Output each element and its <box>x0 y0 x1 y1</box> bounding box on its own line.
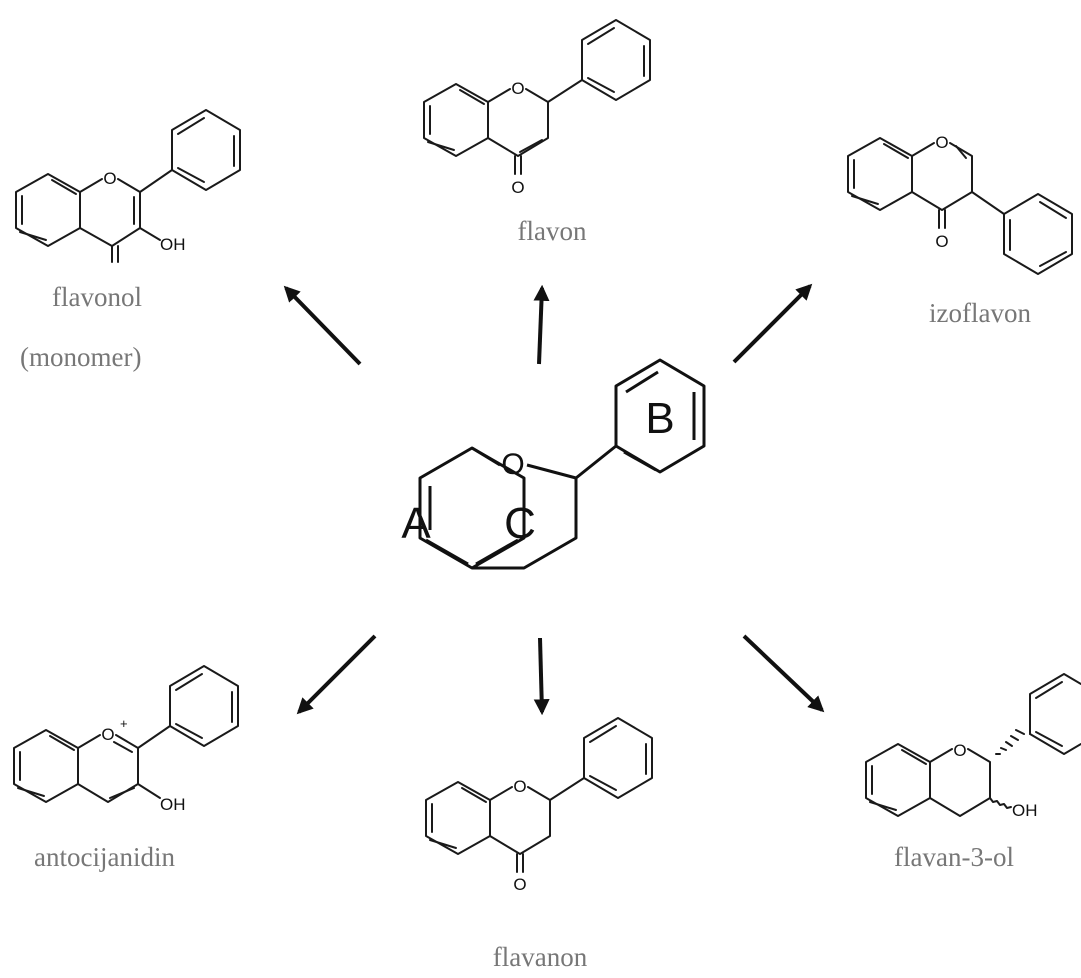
antocijanidin-structure: O + OH <box>13 665 239 814</box>
flavanon-caption: flavanon <box>493 942 588 972</box>
izoflavon-carbonyl-oxygen-label: O <box>935 232 948 251</box>
flavonol-note-caption: (monomer) <box>20 342 141 372</box>
izoflavon-caption: izoflavon <box>929 298 1031 328</box>
antocijanidin-charge-label: + <box>120 716 128 731</box>
core-oxygen-label: O <box>501 448 524 481</box>
flavonol-caption: flavonol <box>52 282 142 312</box>
ring-a-label: A <box>401 499 431 548</box>
flavan-3-ol-caption: flavan-3-ol <box>894 842 1014 872</box>
ring-c-label: C <box>504 499 536 548</box>
flavon-carbonyl-oxygen-label: O <box>511 178 524 197</box>
antocijanidin-hydroxyl-label: OH <box>160 795 186 814</box>
flavon-structure: O O <box>423 19 651 197</box>
flavonol-hydroxyl-label: OH <box>160 235 186 254</box>
flavon-ring-oxygen-label: O <box>511 79 524 98</box>
flavanon-carbonyl-oxygen-label: O <box>513 875 526 894</box>
arrow-to-antocijanidin <box>296 634 377 715</box>
flavon-caption: flavon <box>518 216 587 246</box>
arrow-to-flavanon <box>533 637 550 716</box>
arrow-to-izoflavon <box>732 283 813 364</box>
antocijanidin-caption: antocijanidin <box>34 842 175 872</box>
flavonol-oxygen-label: O <box>103 169 116 188</box>
antocijanidin-oxygen-label: O <box>101 725 114 744</box>
ring-b-label: B <box>645 394 674 443</box>
arrow-to-flavonol <box>283 285 362 366</box>
izoflavon-ring-oxygen-label: O <box>935 133 948 152</box>
core-bonds <box>418 358 706 570</box>
flavanon-ring-oxygen-label: O <box>513 777 526 796</box>
flavan-3-ol-hydroxyl-label: OH <box>1012 801 1038 820</box>
arrow-to-flavon <box>533 284 550 365</box>
arrows <box>283 283 825 716</box>
arrow-to-flavan-3-ol <box>742 634 825 713</box>
flavonol-structure: O OH <box>15 109 241 263</box>
flavan-core-structure: O A C B <box>401 358 706 570</box>
izoflavon-structure: O O <box>847 133 1073 275</box>
flavanon-structure: O O <box>425 717 653 894</box>
flavan-3-ol-oxygen-label: O <box>953 741 966 760</box>
flavan-3-ol-structure: O OH <box>865 673 1081 820</box>
